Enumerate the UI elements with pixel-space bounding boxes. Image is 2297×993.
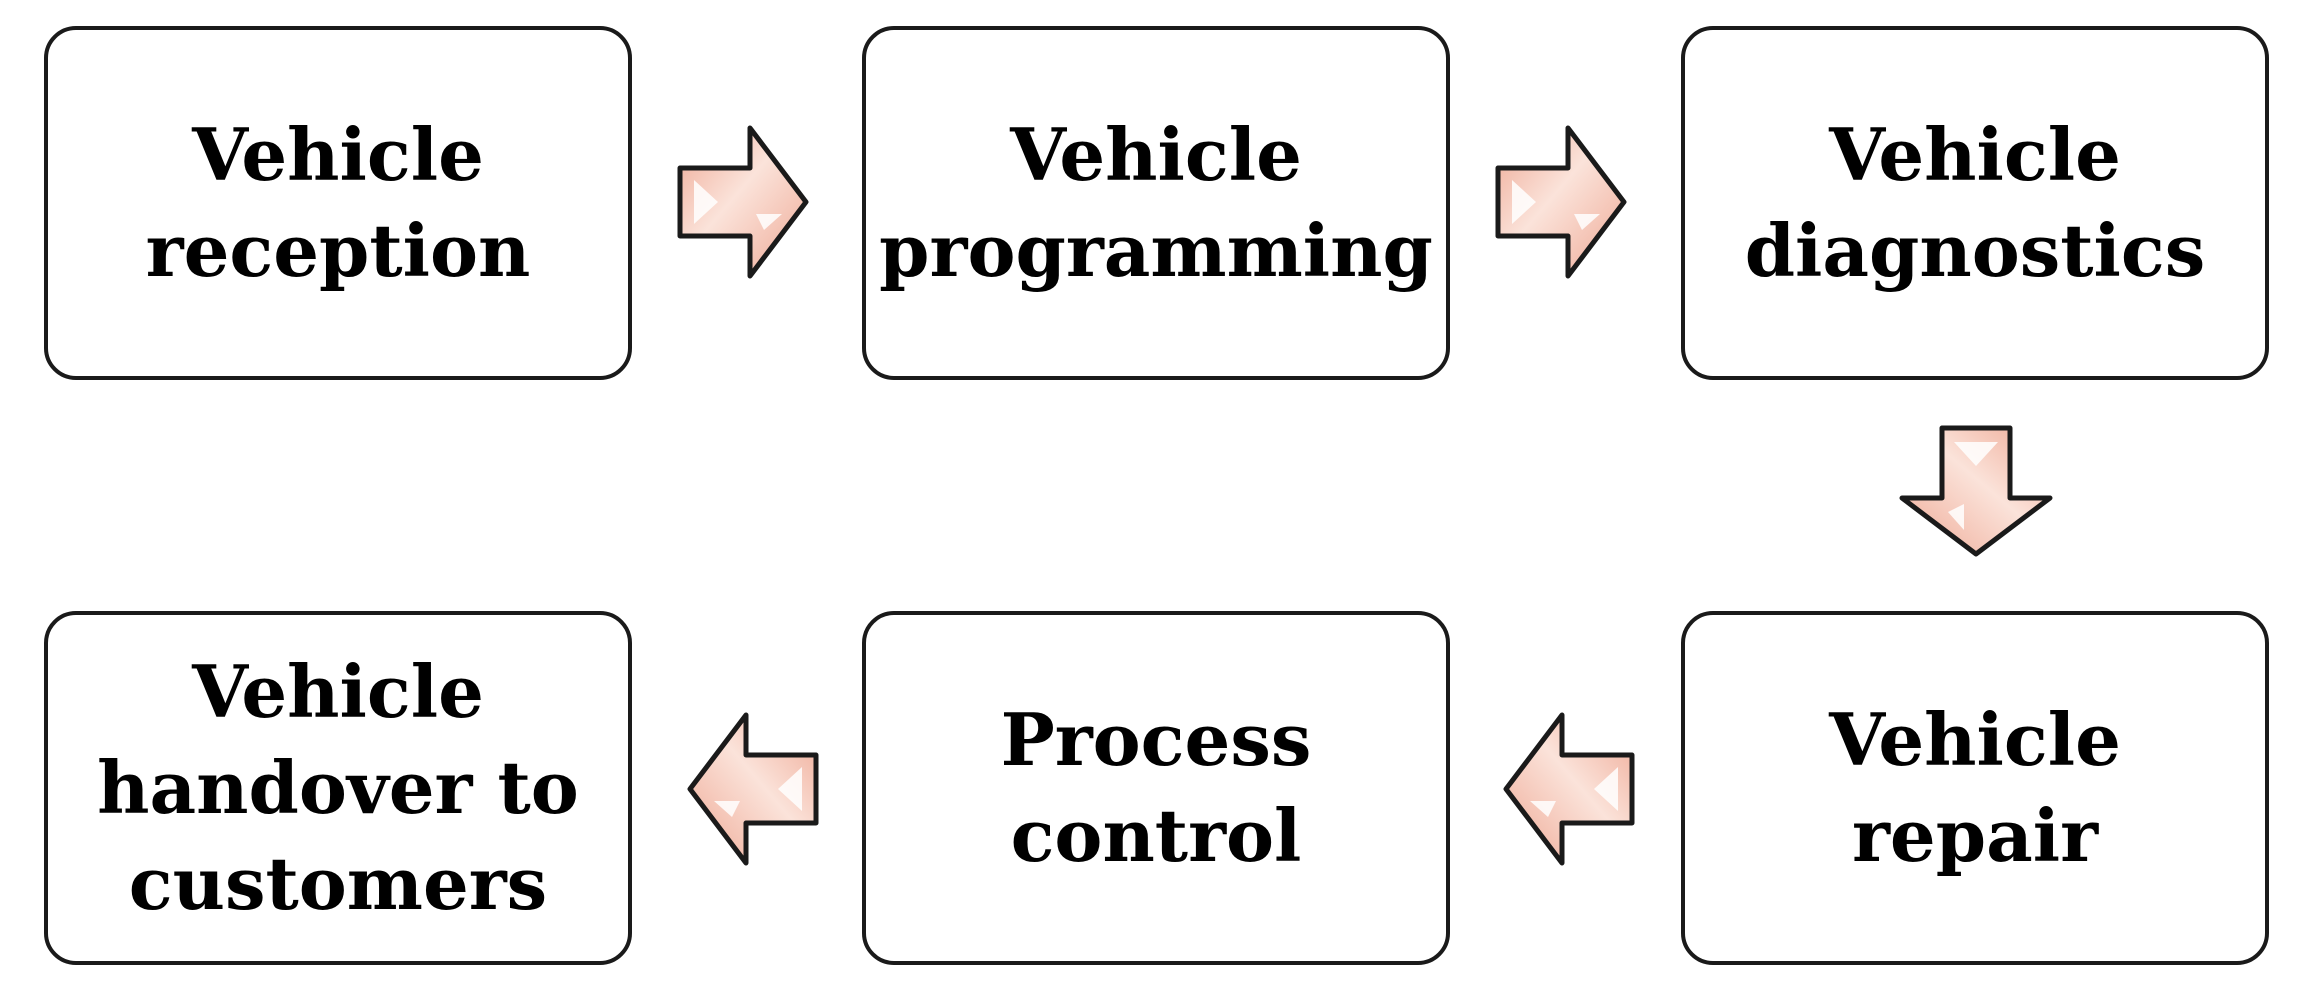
step-box-vehicle-diagnostics: Vehicle diagnostics [1681, 26, 2269, 380]
left-arrow-icon [1502, 713, 1634, 867]
step-label-process-control: Process control [1000, 697, 1312, 878]
step-box-vehicle-programming: Vehicle programming [862, 26, 1450, 380]
step-box-vehicle-reception: Vehicle reception [44, 26, 632, 380]
step-label-vehicle-diagnostics: Vehicle diagnostics [1744, 112, 2206, 293]
step-label-vehicle-repair: Vehicle repair [1829, 697, 2121, 878]
step-label-vehicle-programming: Vehicle programming [879, 112, 1433, 293]
left-arrow-icon [686, 713, 818, 867]
down-arrow-icon [1898, 426, 2052, 558]
step-box-process-control: Process control [862, 611, 1450, 965]
right-arrow-icon [1496, 126, 1628, 280]
step-label-vehicle-handover: Vehicle handover to customers [97, 649, 579, 926]
step-box-vehicle-handover: Vehicle handover to customers [44, 611, 632, 965]
right-arrow-icon [678, 126, 810, 280]
step-box-vehicle-repair: Vehicle repair [1681, 611, 2269, 965]
step-label-vehicle-reception: Vehicle reception [145, 112, 531, 293]
